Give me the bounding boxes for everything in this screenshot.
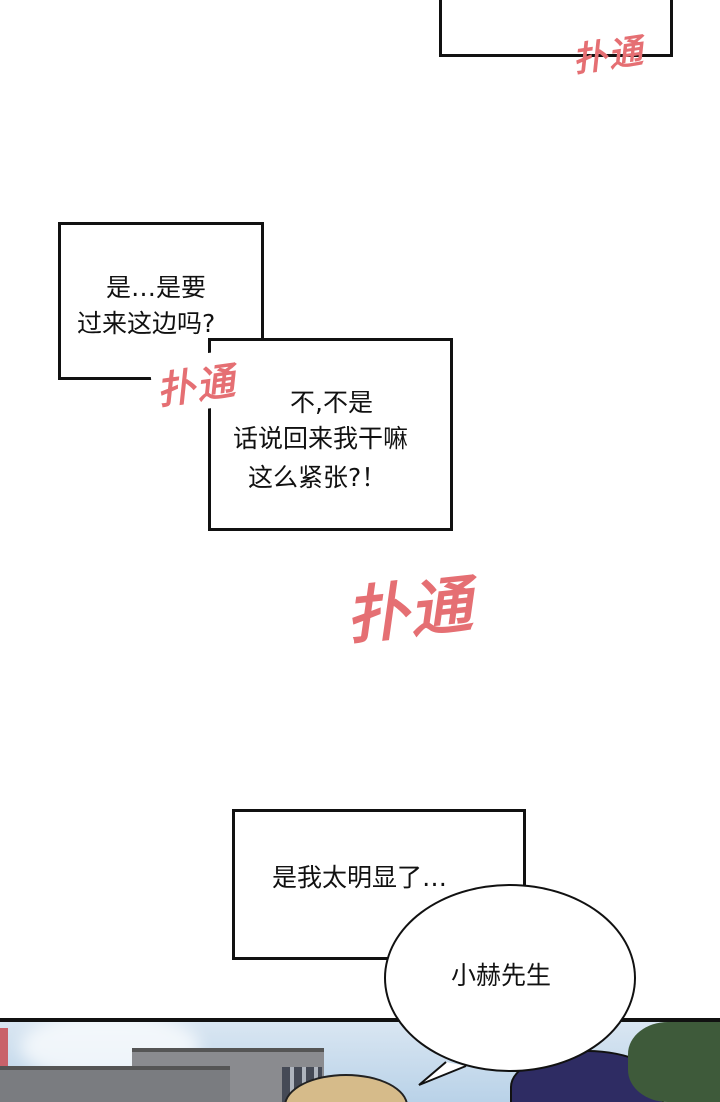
- caption-2-line-3: 这么紧张?！: [248, 463, 387, 492]
- scene-panel: [0, 1018, 720, 1102]
- sfx-heartbeat-1: 扑通: [570, 31, 647, 81]
- speech-bubble: [384, 884, 636, 1072]
- speech-bubble-text: 小赫先生: [451, 961, 552, 990]
- caption-2-line-2: 话说回来我干嘛: [233, 424, 409, 453]
- building-lower: [0, 1066, 230, 1102]
- building-chimney: [0, 1028, 8, 1102]
- tree: [628, 1022, 720, 1102]
- caption-1-line-1: 是…是要: [106, 273, 207, 302]
- sfx-heartbeat-3: 扑通: [342, 567, 478, 654]
- caption-box-top: [439, 0, 673, 57]
- caption-3-line-1: 是我太明显了…: [272, 863, 448, 892]
- caption-box-2: [208, 338, 453, 531]
- caption-2-line-1: 不,不是: [290, 388, 373, 417]
- caption-1-line-2: 过来这边吗?: [77, 309, 216, 338]
